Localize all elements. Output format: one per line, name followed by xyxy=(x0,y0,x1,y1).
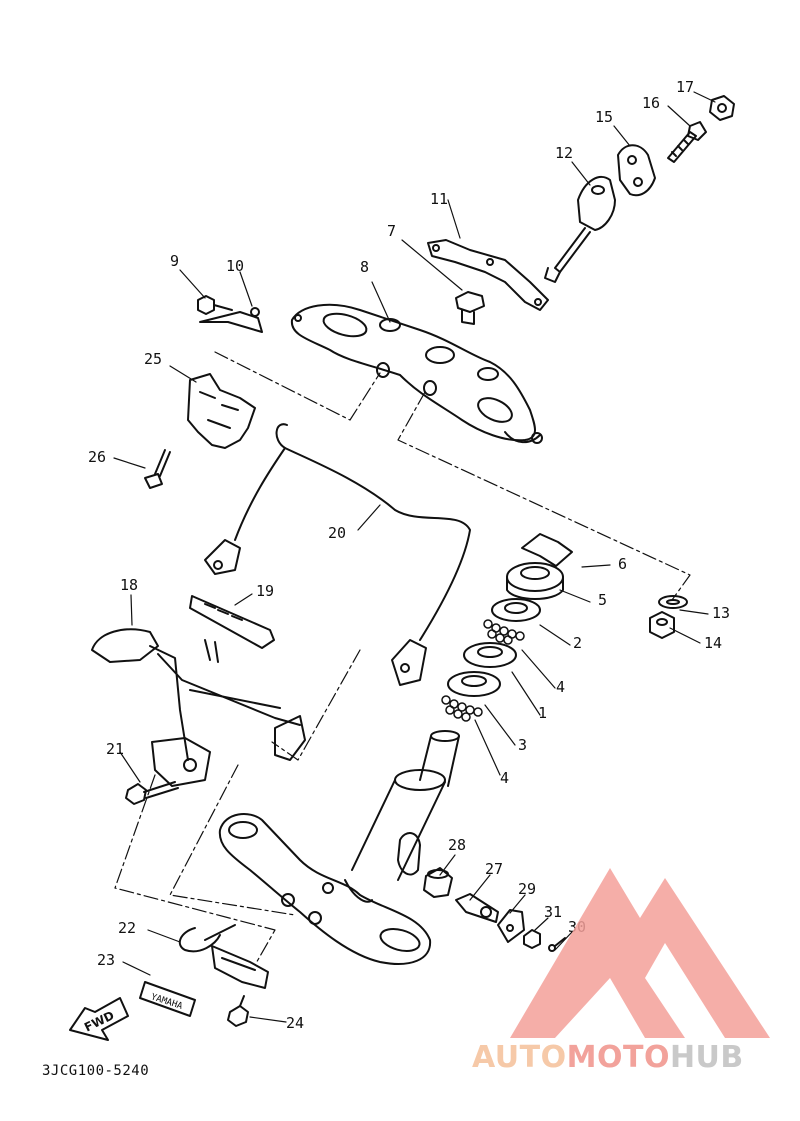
callout-6: 6 xyxy=(618,555,628,573)
callout-12: 12 xyxy=(555,144,574,162)
part-3-race xyxy=(447,671,501,697)
callout-22: 22 xyxy=(118,919,137,937)
bolt-21 xyxy=(125,781,179,805)
callout-1: 1 xyxy=(538,704,548,722)
callout-18: 18 xyxy=(120,576,139,594)
lower-bracket xyxy=(218,813,432,965)
watermark-part-moto: MOTO xyxy=(566,1040,670,1075)
part-27 xyxy=(455,893,499,923)
bolt-26 xyxy=(144,449,171,489)
plate-11 xyxy=(427,239,549,311)
part-28 xyxy=(423,867,453,898)
watermark-part-hub: HUB xyxy=(669,1040,744,1075)
washer-13 xyxy=(658,595,688,609)
watermark-part-auto: AUTO xyxy=(472,1040,567,1075)
callout-11: 11 xyxy=(430,190,449,208)
part-29 xyxy=(497,909,525,943)
callout-25: 25 xyxy=(144,350,163,368)
part-6 xyxy=(521,533,573,567)
bolt-9 xyxy=(197,295,233,315)
callout-20: 20 xyxy=(328,524,347,542)
callout-9: 9 xyxy=(170,252,180,270)
part-12 xyxy=(544,175,616,283)
callout-3: 3 xyxy=(518,736,528,754)
part-31 xyxy=(523,929,541,949)
part-1-race xyxy=(463,642,517,668)
watermark-wordmark: AUTOMOTOHUB xyxy=(472,1040,744,1075)
callout-24: 24 xyxy=(286,1014,305,1032)
part-4-balls-upper xyxy=(483,619,525,645)
upper-bracket xyxy=(290,303,543,444)
bracket-18 xyxy=(91,628,306,787)
callout-31: 31 xyxy=(544,903,563,921)
part-2-race xyxy=(491,598,541,622)
callout-21: 21 xyxy=(106,740,125,758)
bracket-10 xyxy=(199,307,302,333)
callout-27: 27 xyxy=(485,860,504,878)
callout-16: 16 xyxy=(642,94,661,112)
callout-17: 17 xyxy=(676,78,695,96)
part-4-balls-lower xyxy=(441,695,483,722)
callout-7: 7 xyxy=(387,222,397,240)
callout-8: 8 xyxy=(360,258,370,276)
callout-15: 15 xyxy=(595,108,614,126)
callout-26: 26 xyxy=(88,448,107,466)
callout-14: 14 xyxy=(704,634,723,652)
cover-part xyxy=(211,945,269,989)
fwd-arrow-icon: FWD xyxy=(69,997,129,1041)
callout-2: 2 xyxy=(573,634,583,652)
callout-23: 23 xyxy=(97,951,116,969)
callout-4-upper: 4 xyxy=(556,678,566,696)
callout-4-lower: 4 xyxy=(500,769,510,787)
leader-lines xyxy=(114,351,691,966)
callout-5: 5 xyxy=(598,591,608,609)
bolt-7 xyxy=(455,291,485,325)
drawing-code: 3JCG100-5240 xyxy=(42,1063,150,1079)
callout-19: 19 xyxy=(256,582,275,600)
leader-ticks xyxy=(113,91,716,1023)
part-5-nut xyxy=(506,562,564,600)
part-15 xyxy=(617,144,656,197)
nut-17 xyxy=(709,95,735,121)
callout-28: 28 xyxy=(448,836,467,854)
callout-29: 29 xyxy=(518,880,537,898)
part-30 xyxy=(548,937,566,952)
bolt-24 xyxy=(227,995,249,1027)
strap-19 xyxy=(189,595,275,649)
cable-20 xyxy=(204,423,471,686)
steering-stem xyxy=(351,730,460,881)
callout-10: 10 xyxy=(226,257,245,275)
bracket-25 xyxy=(187,373,256,449)
nut-14 xyxy=(649,611,675,639)
emblem-23: YAMAHA xyxy=(139,981,196,1017)
fwd-arrow-label: FWD xyxy=(82,1008,116,1034)
clip-22 xyxy=(178,924,236,953)
watermark-logo-icon xyxy=(510,868,770,1038)
callout-13: 13 xyxy=(712,604,731,622)
bolt-16 xyxy=(667,121,707,163)
